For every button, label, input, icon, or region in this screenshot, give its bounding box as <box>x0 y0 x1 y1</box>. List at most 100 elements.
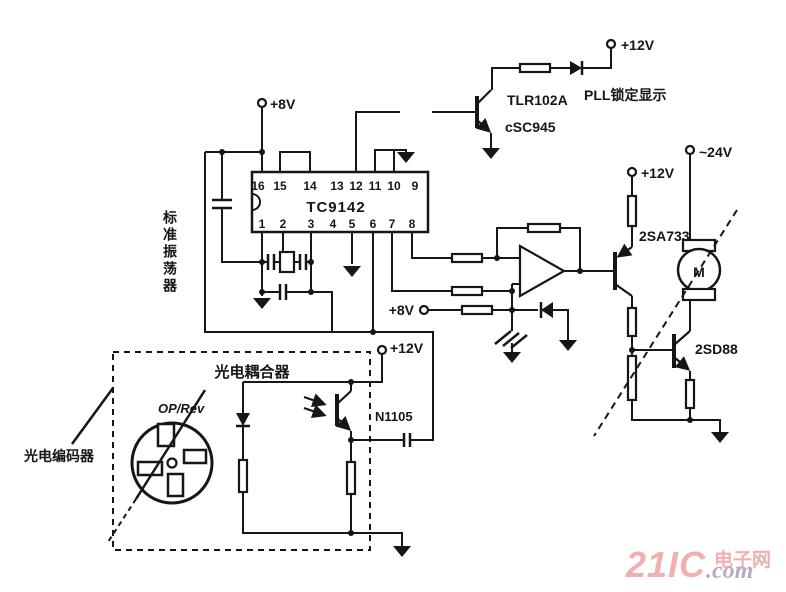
label-photocoupler: 光电耦合器 <box>213 363 290 381</box>
label-v8-ref: +8V <box>389 302 415 318</box>
label-2sd88: 2SD88 <box>695 341 738 357</box>
terminal <box>684 144 696 156</box>
resistor <box>450 285 484 297</box>
ground-icon <box>393 546 411 557</box>
junction <box>509 288 515 294</box>
junction <box>509 307 515 313</box>
ic-name: TC9142 <box>306 199 365 216</box>
pin-9: 9 <box>412 179 419 193</box>
transistor-collector <box>673 330 691 346</box>
ground-icon <box>503 352 521 363</box>
pin-14: 14 <box>303 179 317 193</box>
junction <box>629 347 635 353</box>
pin-1: 1 <box>259 217 266 231</box>
opamp <box>518 244 567 298</box>
resistor <box>518 62 552 74</box>
junction <box>219 149 225 155</box>
transistor-collector <box>476 89 492 105</box>
resistor <box>237 458 249 494</box>
label-v12-pll: +12V <box>621 37 655 53</box>
junction <box>308 289 314 295</box>
pin-16: 16 <box>251 179 265 193</box>
crystal <box>278 250 296 274</box>
pin-8: 8 <box>409 217 416 231</box>
encoder-slot <box>182 448 208 465</box>
terminal <box>376 344 388 356</box>
label-v12-opto: +12V <box>390 340 424 356</box>
transistor-emitter <box>335 415 352 431</box>
resistor <box>526 222 562 234</box>
pin-2: 2 <box>280 217 287 231</box>
driver-section: M +12V ~24V 2SA733 2SD88 <box>593 144 738 443</box>
pin-4: 4 <box>330 217 337 231</box>
label-standard-oscillator: 标准振荡器 <box>162 210 178 295</box>
pin-15: 15 <box>273 179 287 193</box>
pin-12: 12 <box>349 179 363 193</box>
junction <box>348 530 354 536</box>
diode-icon <box>541 302 553 318</box>
transistor-collector <box>614 283 633 297</box>
resistor <box>460 304 494 316</box>
ic-tc9142: TC9142 16 15 14 13 12 11 10 9 1 2 3 4 5 … <box>205 96 430 234</box>
resistor <box>684 378 696 410</box>
photocoupler-box <box>112 351 371 551</box>
junction <box>348 437 354 443</box>
motor-brush <box>681 287 717 302</box>
pll-indicator-circuit: +12V PLL锁定显示 TLR102A cSC945 <box>355 37 666 172</box>
junction <box>494 255 500 261</box>
wire <box>355 48 612 172</box>
label-v12-drv: +12V <box>641 165 675 181</box>
wire <box>391 227 614 352</box>
resistor <box>345 460 357 496</box>
zener-diode-icon <box>494 330 528 349</box>
label-op-rev: OP/Rev <box>158 401 205 416</box>
junction <box>308 259 314 265</box>
pin-11: 11 <box>369 179 382 193</box>
wire <box>205 107 407 172</box>
pin-10: 10 <box>387 179 401 193</box>
label-csc945: cSC945 <box>505 119 556 135</box>
encoder-shaft-line <box>134 389 207 500</box>
photocoupler-section: 光电耦合器 N1105 +12V <box>112 340 424 557</box>
resistor <box>626 194 638 228</box>
wire <box>631 154 721 432</box>
ground-icon <box>397 152 415 163</box>
led-diode-icon <box>570 61 582 75</box>
pin-6: 6 <box>370 217 377 231</box>
junction <box>348 379 354 385</box>
junction <box>259 289 265 295</box>
junction <box>259 259 265 265</box>
label-2sa733: 2SA733 <box>639 228 690 244</box>
resistor <box>450 252 484 264</box>
pin-13: 13 <box>330 179 344 193</box>
junction <box>370 329 376 335</box>
ic-notch <box>251 193 261 211</box>
mechanical-coupling-dashed <box>593 209 738 437</box>
junction <box>687 417 693 423</box>
label-encoder: 光电编码器 <box>23 448 95 464</box>
terminal <box>256 97 268 109</box>
ground-icon <box>343 266 361 277</box>
ground-icon <box>559 340 577 351</box>
resistor <box>626 354 638 402</box>
label-v8-osc: +8V <box>270 96 296 112</box>
ground-icon <box>482 148 500 159</box>
photodiode-icon <box>236 413 250 426</box>
wire <box>242 354 404 546</box>
motor-letter: M <box>693 264 705 280</box>
transistor-emitter <box>673 356 691 371</box>
ic-body <box>250 170 430 234</box>
transistor-emitter <box>616 243 633 258</box>
transistor-collector <box>336 390 352 405</box>
resistor <box>626 306 638 338</box>
transistor-emitter <box>475 117 492 133</box>
label-v24: ~24V <box>699 144 733 160</box>
label-pointer-line <box>70 387 115 445</box>
ground-icon <box>711 432 729 443</box>
terminal <box>418 304 430 316</box>
junction <box>577 268 583 274</box>
pin-3: 3 <box>308 217 315 231</box>
light-arrow-icon <box>303 404 327 418</box>
